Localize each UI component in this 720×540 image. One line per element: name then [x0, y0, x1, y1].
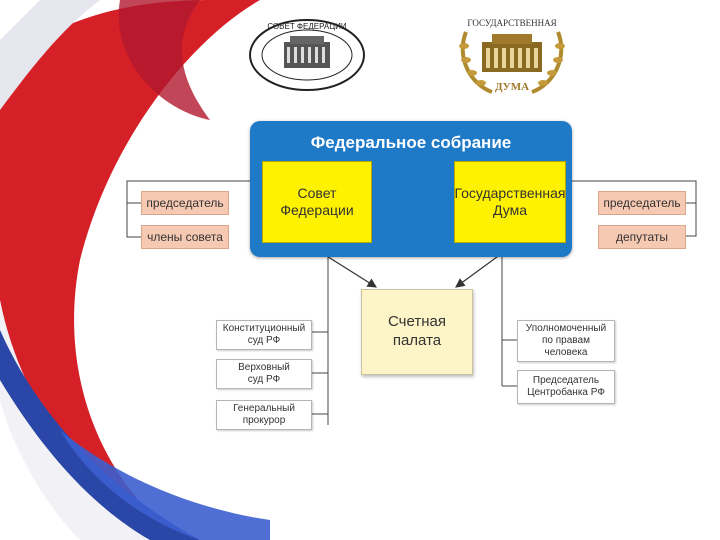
left-emblem-text: СОВЕТ ФЕДЕРАЦИИ [267, 22, 347, 31]
prosecutor-general-box: Генеральный прокурор [216, 400, 312, 430]
duma-chairman: председатель [598, 191, 686, 215]
right-emblem-top-text: ГОСУДАРСТВЕННАЯ [467, 18, 556, 28]
tricolor-ribbon [0, 0, 270, 540]
council-members: члены совета [141, 225, 229, 249]
accounts-chamber-box: Счетная палата [361, 289, 473, 375]
constitutional-court-box: Конституционный суд РФ [216, 320, 312, 350]
federation-council-box: Совет Федерации [262, 161, 372, 243]
state-duma-box: Государственная Дума [454, 161, 566, 243]
human-rights-commissioner-box: Уполномоченный по правам человека [517, 320, 615, 362]
central-bank-chairman-box: Председатель Центробанка РФ [517, 370, 615, 404]
federation-council-emblem: СОВЕТ ФЕДЕРАЦИИ [249, 19, 365, 91]
state-duma-emblem: ГОСУДАРСТВЕННАЯ ДУМА [459, 18, 565, 94]
duma-deputies: депутаты [598, 225, 686, 249]
council-chairman: председатель [141, 191, 229, 215]
right-emblem-bottom-text: ДУМА [495, 81, 529, 93]
federal-assembly-title: Федеральное собрание [310, 133, 512, 152]
supreme-court-box: Верховный суд РФ [216, 359, 312, 389]
